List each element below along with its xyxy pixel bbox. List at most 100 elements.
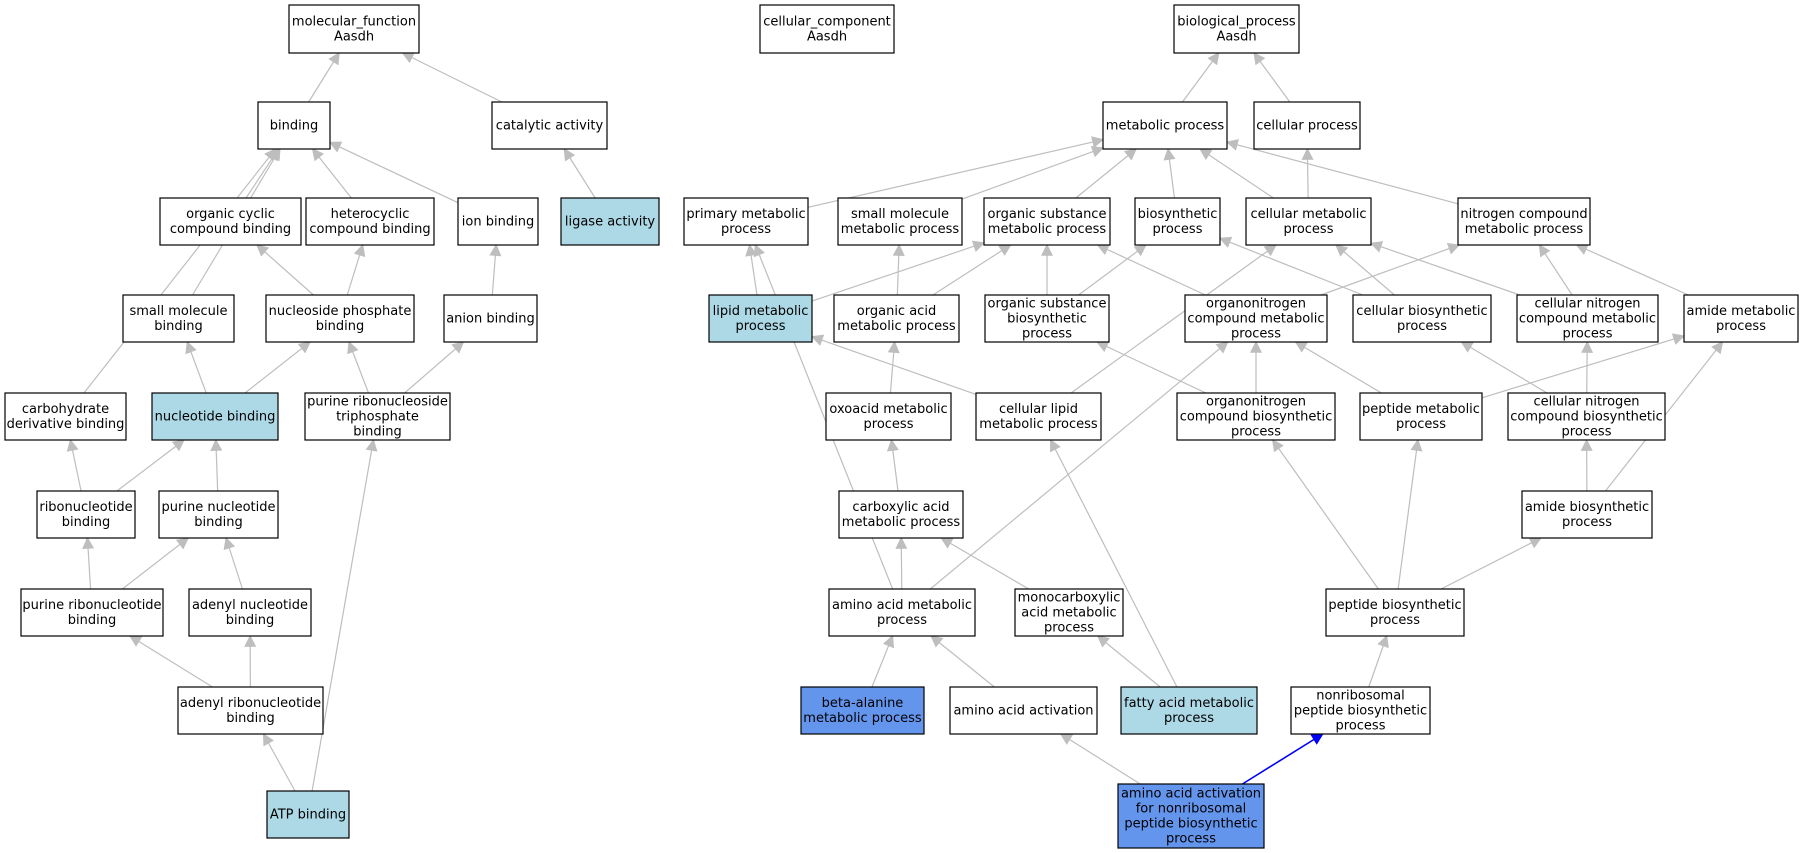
node-label-line: process — [1231, 326, 1281, 341]
node-label-line: for nonribosomal — [1136, 801, 1247, 816]
edge-orgsubstbio-to-biosynth — [1078, 244, 1147, 296]
edge-nucbind-to-nucphosbind — [244, 341, 311, 394]
edge-orgacid-to-orgsubst — [932, 244, 1012, 296]
edge-carboxylic-to-oxoacid — [886, 438, 899, 492]
edge-cellmetab-to-cellular — [1301, 147, 1314, 199]
node-anionbind[interactable]: anion binding — [443, 294, 538, 343]
node-label-line: binding — [353, 424, 401, 439]
edge-purineribobind-to-purinenucbind — [121, 537, 190, 590]
node-atpbind[interactable]: ATP binding — [266, 790, 350, 839]
edge-ribonucbind-to-nucbind — [116, 439, 186, 492]
node-box — [1521, 490, 1653, 539]
node-label-line: Aasdh — [1216, 29, 1256, 44]
node-label-line: fatty acid metabolic — [1124, 696, 1254, 711]
node-label-line: compound biosynthetic — [1510, 409, 1663, 424]
node-label-line: process — [1397, 319, 1447, 334]
edge-organonitro-to-nitrogen — [1320, 243, 1461, 296]
node-label-line: process — [736, 319, 786, 334]
node-box — [828, 588, 976, 637]
node-nucbind[interactable]: nucleotide binding — [151, 392, 279, 441]
node-label-line: amide metabolic — [1687, 304, 1796, 319]
node-cellular[interactable]: cellular process — [1253, 101, 1361, 150]
node-box — [20, 588, 164, 637]
node-ionbinding[interactable]: ion binding — [457, 197, 539, 246]
node-label-line: oxoacid metabolic — [829, 402, 947, 417]
node-label-line: ion binding — [462, 214, 534, 229]
node-box — [491, 101, 608, 150]
node-ligase[interactable]: ligase activity — [560, 197, 660, 246]
node-box — [1253, 101, 1361, 150]
node-label-line: catalytic activity — [496, 118, 604, 133]
node-box — [949, 686, 1098, 735]
node-label-line: amino acid activation — [1121, 786, 1261, 801]
node-box — [188, 588, 312, 637]
node-label-line: heterocyclic — [331, 207, 410, 222]
node-box — [265, 294, 415, 343]
edge-aaactnrps-to-aaact — [1059, 733, 1141, 785]
edge-cellmetab-to-metabolic — [1199, 148, 1274, 199]
node-box — [1134, 197, 1221, 246]
node-box — [1290, 686, 1431, 735]
node-label-line: process — [1563, 326, 1613, 341]
node-box — [457, 197, 539, 246]
edge-nonribo-to-peptidebio — [1368, 634, 1389, 688]
node-metabolic[interactable]: metabolic process — [1102, 101, 1228, 150]
edge-aaactnrps-to-nonribo — [1241, 733, 1324, 785]
edge-primary-to-metabolic — [807, 136, 1105, 208]
node-aaact[interactable]: amino acid activation — [949, 686, 1098, 735]
node-label-line: metabolic process — [842, 515, 961, 530]
node-label-line: compound metabolic — [1519, 311, 1656, 326]
node-label-line: purine ribonucleoside — [307, 394, 448, 409]
node-label-line: metabolic process — [841, 222, 960, 237]
node-box — [837, 197, 963, 246]
node-label-line: process — [877, 613, 927, 628]
node-binding[interactable]: binding — [257, 101, 331, 150]
edge-monocarb-to-carboxylic — [940, 537, 1030, 590]
node-catalytic[interactable]: catalytic activity — [491, 101, 608, 150]
edge-purinetri-to-anionbind — [404, 341, 465, 394]
edge-cellnitro-to-cellmetab — [1369, 241, 1521, 296]
